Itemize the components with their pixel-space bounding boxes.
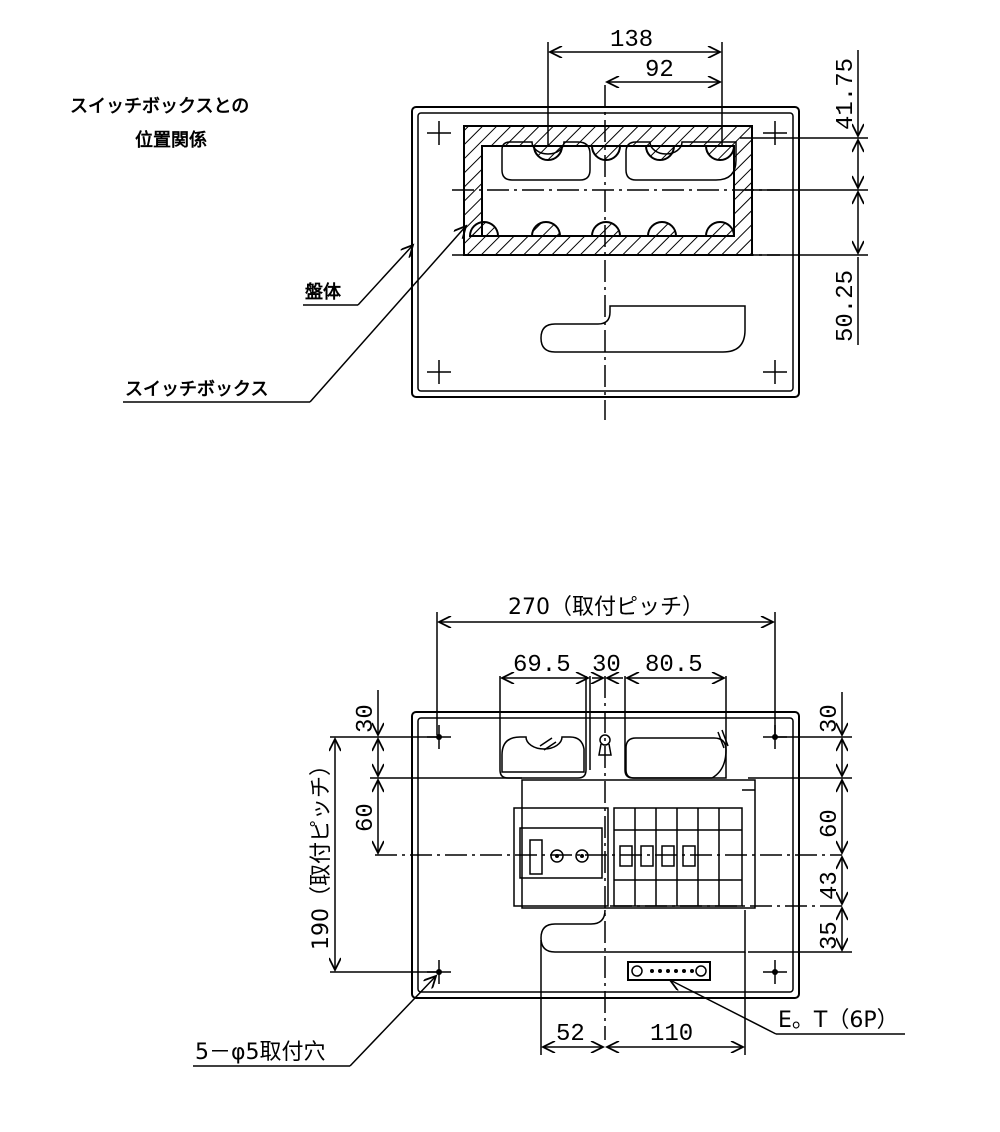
earth-terminal [627,961,711,981]
dim-69-5-label: 69.5 [513,652,571,679]
label-body-text: 盤体 [305,281,342,303]
top-center-lines [452,85,780,420]
bottom-view: 270（取付ピッチ） 69.5 30 80.5 30 60 190（取付ピッチ） [193,595,905,1067]
dim-92: 92 [607,57,720,84]
dim-270-label: 270（取付ピッチ） [508,595,704,620]
dim-41-75-label: 41.75 [833,58,860,130]
dim-52-label: 52 [556,1021,585,1048]
dim-190-label: 190（取付ピッチ） [309,754,334,950]
dim-right: 30 60 43 35 [748,692,852,953]
dim-60-right-label: 60 [817,809,844,838]
dim-top-row: 69.5 30 80.5 [502,652,724,770]
dim-80-5-label: 80.5 [645,652,703,679]
label-et-text: E。T（6P） [778,1008,899,1033]
top-right-dims: 41.75 50.25 [740,50,868,345]
dim-left: 30 60 190（取付ピッチ） [309,690,522,973]
dim-50-25-label: 50.25 [833,270,860,342]
dim-92-label: 92 [645,57,674,84]
dim-30-right-label: 30 [817,704,844,733]
label-holes-text: 5－φ5取付穴 [195,1040,326,1065]
top-title-line1: スイッチボックスとの [70,96,249,117]
dim-270: 270（取付ピッチ） [436,595,776,735]
dim-43-label: 43 [817,871,844,900]
label-switchbox: スイッチボックス [123,226,466,403]
dim-30-left-label: 30 [353,704,380,733]
label-et: E。T（6P） [670,980,905,1035]
label-switchbox-text: スイッチボックス [125,379,268,400]
dim-35-label: 35 [817,921,844,950]
dim-60-left-label: 60 [353,803,380,832]
dim-30-mid-label: 30 [592,652,621,679]
bottom-lower-cutout [540,909,746,953]
top-mount-holes [427,121,787,384]
dim-138: 138 [547,27,723,145]
top-view: スイッチボックスとの 位置関係 [70,27,868,420]
label-holes: 5－φ5取付穴 [193,976,436,1067]
dim-bottom-row: 52 110 [540,940,746,1055]
label-body: 盤体 [303,245,413,306]
breaker-block [513,779,756,909]
bottom-center-lines [375,676,842,1040]
bottom-cutouts [499,676,729,779]
dim-110-label: 110 [650,1021,693,1048]
top-title-line2: 位置関係 [135,129,207,151]
dim-138-label: 138 [610,27,653,54]
